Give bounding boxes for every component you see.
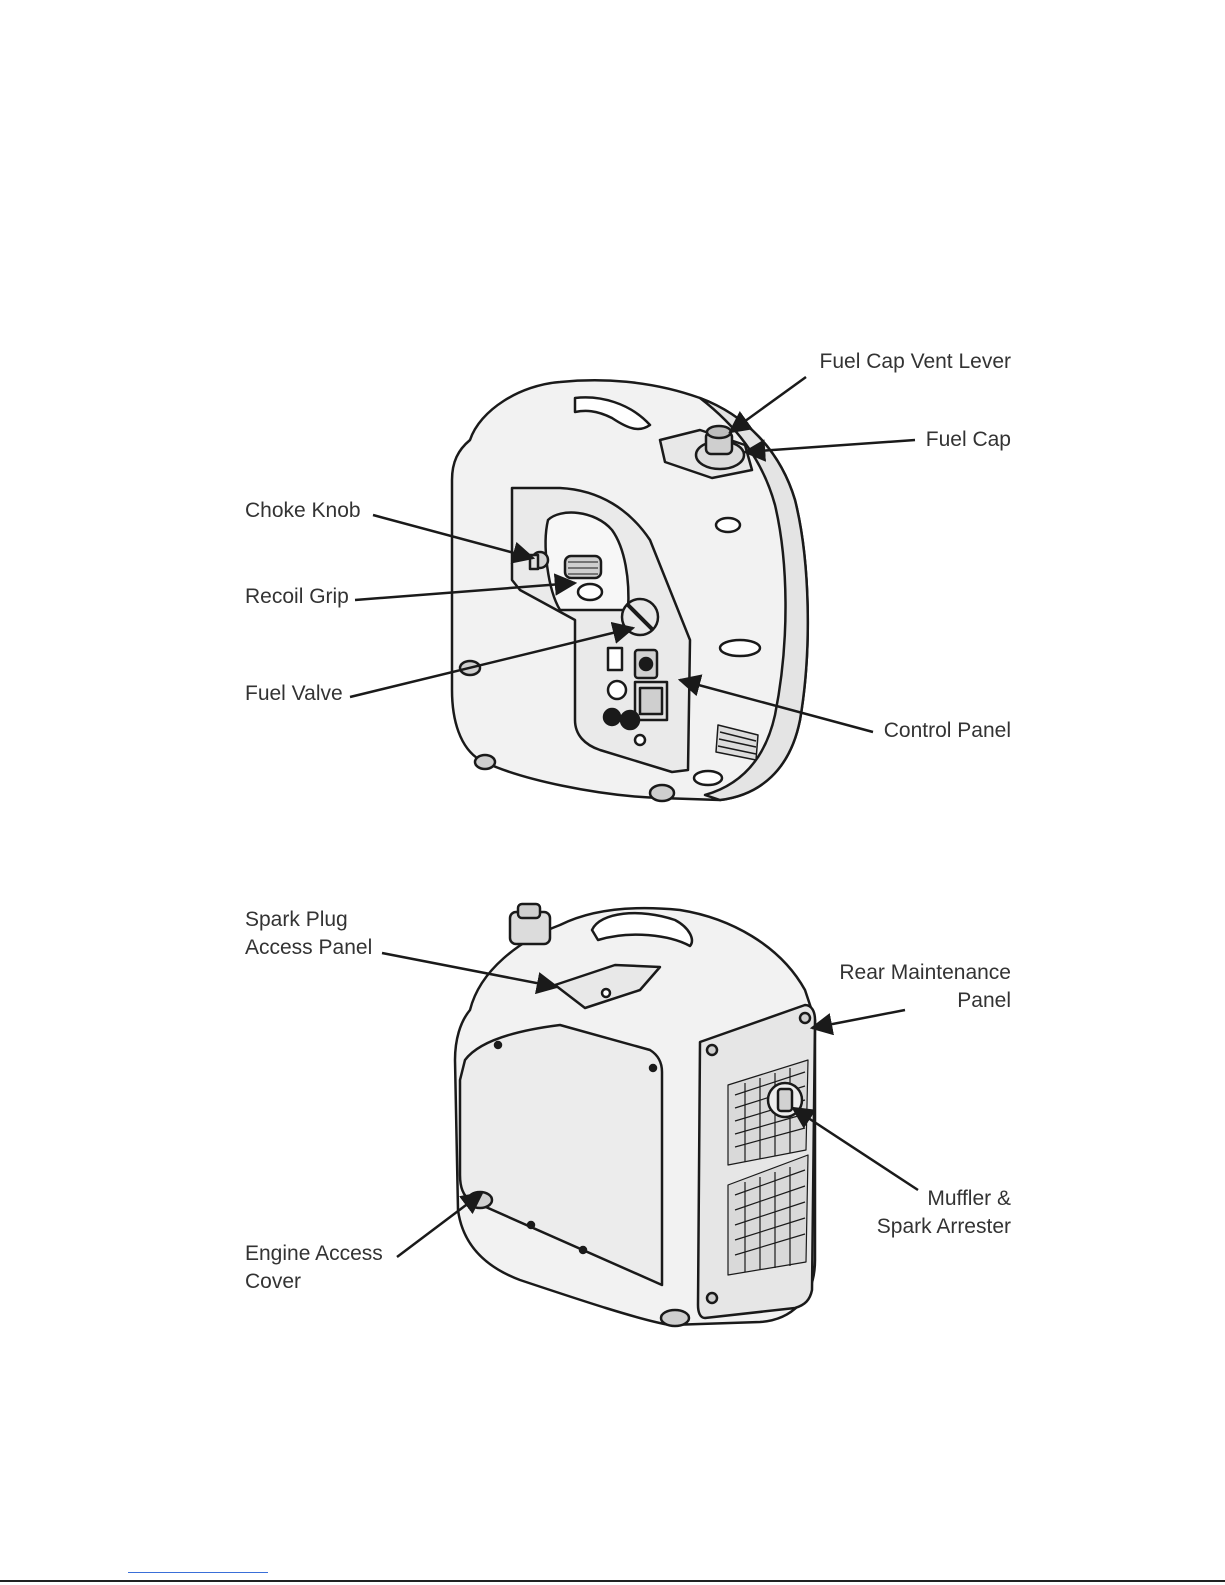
label-fuel-cap: Fuel Cap: [926, 426, 1011, 454]
recoil-grip: [565, 556, 601, 578]
label-spark-plug-access-panel: Spark Plug Access Panel: [245, 906, 372, 962]
leader-fuel-cap-vent-lever: [730, 377, 806, 432]
generator-front-view: [452, 380, 808, 801]
label-muffler-spark-arrester: Muffler & Spark Arrester: [877, 1185, 1011, 1241]
label-choke-knob: Choke Knob: [245, 497, 361, 525]
label-line: Cover: [245, 1268, 383, 1296]
label-engine-access-cover: Engine Access Cover: [245, 1240, 383, 1296]
footer-link-underline[interactable]: [128, 1572, 268, 1573]
label-line: Rear Maintenance: [839, 959, 1011, 987]
label-rear-maintenance-panel: Rear Maintenance Panel: [839, 959, 1011, 1015]
label-line: Muffler &: [877, 1185, 1011, 1213]
label-fuel-cap-vent-lever: Fuel Cap Vent Lever: [820, 348, 1011, 376]
leader-fuel-cap: [745, 440, 915, 452]
generator-rear-view: [455, 904, 815, 1326]
label-recoil-grip: Recoil Grip: [245, 583, 349, 611]
label-line: Spark Plug: [245, 906, 372, 934]
label-line: Access Panel: [245, 934, 372, 962]
label-line: Panel: [839, 987, 1011, 1015]
label-line: Spark Arrester: [877, 1213, 1011, 1241]
panel-switch: [608, 648, 622, 670]
label-control-panel: Control Panel: [884, 717, 1011, 745]
label-fuel-valve: Fuel Valve: [245, 680, 343, 708]
footer-rule: [0, 1580, 1225, 1582]
label-line: Engine Access: [245, 1240, 383, 1268]
